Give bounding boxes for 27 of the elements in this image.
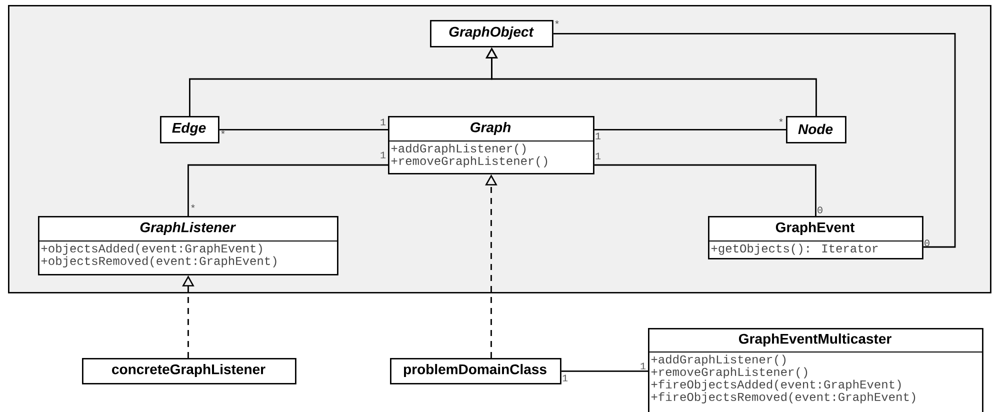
multiplicity-label: 1 — [562, 374, 568, 382]
class-box: GraphObject — [430, 20, 554, 48]
association-line — [219, 129, 388, 130]
association-line — [188, 164, 388, 216]
multiplicity-label: * — [191, 204, 195, 208]
class-box: Graph +addGraphListener() +removeGraphListener() — [388, 116, 594, 174]
class-box: concreteGraphListener — [82, 358, 296, 384]
multiplicity-label: * — [221, 130, 225, 134]
association-line — [594, 129, 786, 130]
multiplicity-label: * — [779, 118, 783, 122]
association-line — [561, 370, 648, 372]
association-line — [553, 33, 956, 248]
multiplicity-label: 1 — [640, 362, 646, 370]
class-box: Edge — [160, 116, 220, 144]
multiplicity-label: 0 — [924, 240, 930, 246]
multiplicity-label: 0 — [818, 206, 822, 214]
multiplicity-label: 1 — [380, 152, 386, 158]
multiplicity-label: 1 — [596, 152, 601, 160]
class-box: GraphEventMulticaster +addGraphListener() +removeGraphListener() +fireObjectsAdded(event:GraphEvent) +fireObjectsRemoved(event:GraphEvent) — [648, 328, 984, 412]
class-box: problemDomainClass — [390, 358, 562, 384]
class-box: GraphListener +objectsAdded(event:GraphEvent) +objectsRemoved(event:GraphEvent) — [38, 216, 338, 276]
multiplicity-label: 1 — [380, 118, 386, 126]
multiplicity-label: * — [555, 20, 559, 24]
association-line — [594, 164, 816, 216]
multiplicity-label: 1 — [596, 132, 601, 140]
class-box: Node — [786, 116, 846, 144]
class-box: GraphEvent +getObjects(): Iterator — [708, 216, 924, 260]
